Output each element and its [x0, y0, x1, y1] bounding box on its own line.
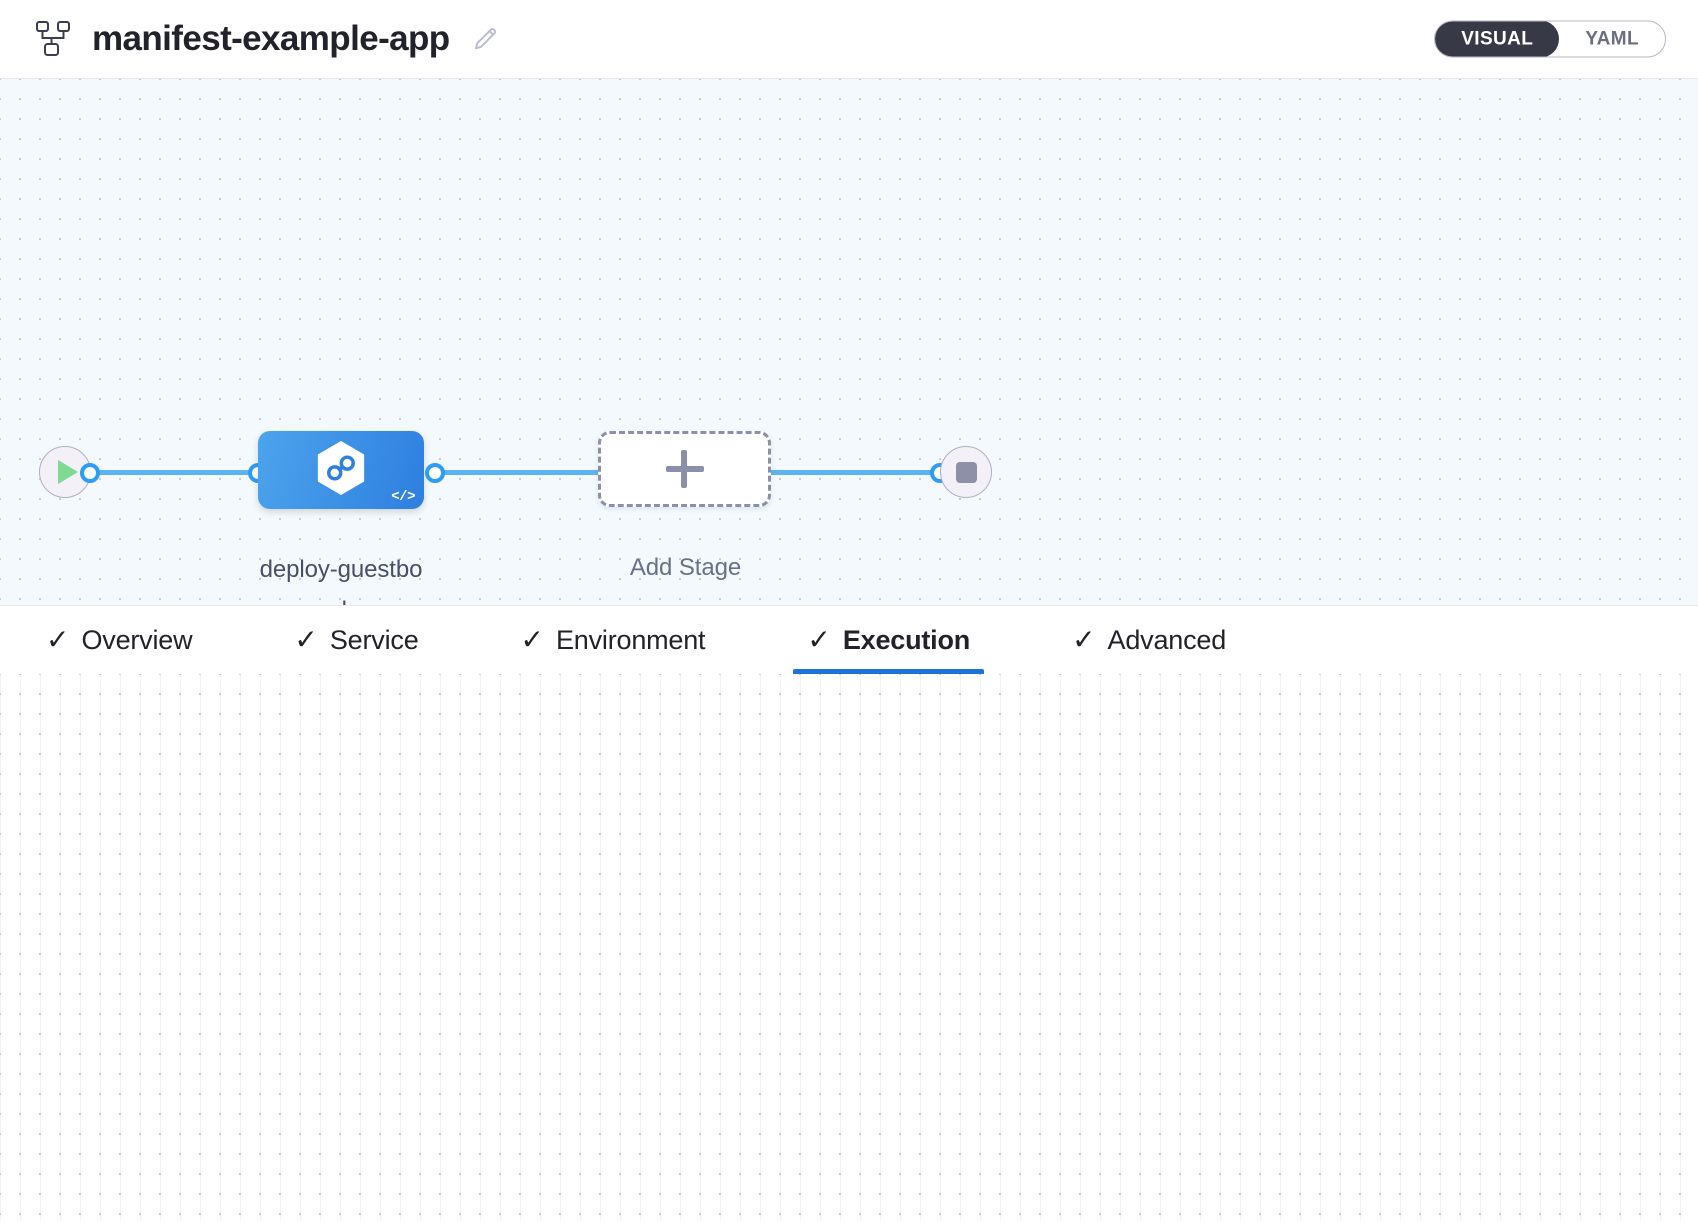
- mode-option-visual[interactable]: VISUAL: [1435, 21, 1560, 57]
- check-icon: ✓: [1072, 624, 1096, 655]
- play-icon: [58, 460, 78, 484]
- tab-overview-label: Overview: [81, 624, 193, 655]
- tab-environment[interactable]: ✓ Environment: [507, 606, 720, 674]
- tab-advanced-label: Advanced: [1107, 624, 1227, 655]
- tab-advanced[interactable]: ✓ Advanced: [1058, 606, 1240, 674]
- port-start-out: [80, 463, 100, 483]
- app-header: manifest-example-app VISUAL YAML: [0, 0, 1698, 79]
- tab-service-label: Service: [329, 624, 419, 655]
- check-icon: ✓: [520, 624, 544, 655]
- plus-icon: [665, 450, 704, 488]
- edit-pencil-icon[interactable]: [472, 25, 500, 53]
- pipeline-hierarchy-icon: [32, 18, 74, 60]
- stage-graph-canvas[interactable]: </> deploy-guestbook Add Stage: [0, 79, 1698, 606]
- tab-execution[interactable]: ✓ Execution: [793, 606, 984, 674]
- tab-service[interactable]: ✓ Service: [280, 606, 432, 674]
- check-icon: ✓: [807, 624, 831, 655]
- check-icon: ✓: [294, 624, 318, 655]
- edge-start-to-stage: [88, 470, 258, 475]
- add-stage-label: Add Stage: [629, 554, 742, 581]
- edge-addstage-to-end: [765, 470, 940, 475]
- stage-config-tabs[interactable]: ✓ Overview ✓ Service ✓ Environment ✓ Exe…: [0, 606, 1698, 674]
- tab-execution-label: Execution: [842, 624, 971, 655]
- tab-environment-label: Environment: [555, 624, 706, 655]
- view-mode-toggle[interactable]: VISUAL YAML: [1434, 20, 1666, 58]
- stage-node-deploy-guestbook[interactable]: </>: [258, 431, 424, 509]
- stop-icon: [955, 461, 977, 483]
- yaml-code-badge[interactable]: </>: [391, 489, 415, 505]
- add-stage-node[interactable]: [598, 431, 771, 507]
- page-title: manifest-example-app: [92, 19, 450, 58]
- stage-node-label: deploy-guestbook: [259, 556, 423, 605]
- execution-graph-canvas[interactable]: HarnessApproval_1 </> K8sCanaryDeploy_1 …: [0, 674, 1698, 1221]
- edge-stage-to-addstage: [430, 470, 600, 475]
- harness-cd-hexagon-icon: [314, 439, 368, 502]
- mode-option-yaml[interactable]: YAML: [1585, 28, 1639, 50]
- check-icon: ✓: [46, 624, 70, 655]
- port-stage-out: [425, 463, 445, 483]
- pipeline-end-node[interactable]: [940, 446, 992, 498]
- tab-overview[interactable]: ✓ Overview: [32, 606, 206, 674]
- header-left-group: manifest-example-app: [32, 18, 500, 60]
